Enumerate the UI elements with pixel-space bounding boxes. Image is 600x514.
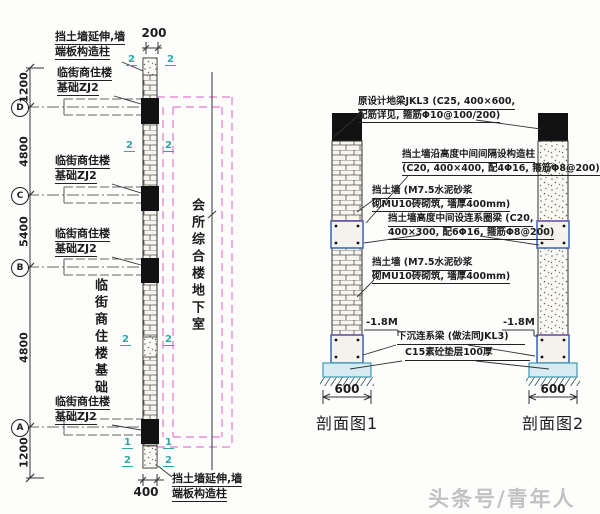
elevation-mark-1: -1.8M [366,317,398,328]
plan-column-D [141,98,159,124]
label-line: 挡土墙 (M7.5水泥砂浆 [372,257,473,271]
plan-column-C [141,186,159,211]
label-line: (C20, 400×400, 配4Φ16, 箍筋Φ8@200) [402,163,600,176]
grid-bubble-A: A [11,419,29,437]
section1-ring-beam-1 [330,220,364,249]
plan-footing-edges [63,98,143,436]
label-retaining-wall-lower: 挡土墙 (M7.5水泥砂浆 砌MU10砖砌筑, 墙厚400mm) [372,257,511,284]
section2-beam-cap [538,113,568,141]
dim-200: 200 [141,26,167,40]
dim-600-section2: 600 [540,382,566,396]
label-constructional-column: 挡土墙沿高度中间间隔设构造柱 (C20, 400×400, 配4Φ16, 箍筋Φ… [402,149,600,176]
vertical-text-clubhouse-basement: 会所综合楼地下室 [189,198,204,334]
watermark-text: 头条号/青年人网 [428,487,576,511]
label-line: 原设计地梁JKL3 (C25, 400×600, [358,96,516,110]
label-line: 临街商住楼 [55,395,110,410]
section1-wall-shaft [331,140,363,364]
basement-boundary-line [207,72,217,470]
label-line: 砌MU10砖砌筑, 墙厚400mm) [372,199,511,212]
section1-ring-beam-2 [330,334,364,364]
section-mark-2: 2 [163,140,174,152]
section1 [320,113,374,404]
section-mark-2: 2 [126,54,137,66]
section-mark-2: 2 [122,455,133,467]
dim-5400: 5400 [17,216,31,247]
label-line: 临街商住楼 [55,227,110,242]
section2-ground-hatch [526,377,580,386]
label-line: 挡土墙沿高度中间间隔设构造柱 [402,149,536,163]
label-foundation-A: 临街商住楼 基础ZJ2 [55,395,110,425]
label-line: 基础ZJ2 [55,242,97,257]
section-mark-1: 1 [163,437,174,449]
plan-dimension-axis [25,63,44,483]
label-line: 挡土墙延伸,墙 [172,472,243,487]
label-sunken-tie-beam: 下沉连系梁 (做法同JKL3) [397,331,525,345]
label-line: 临街商住楼 [55,154,110,169]
basement-outline [157,96,233,448]
dim-1200-top: 1200 [17,72,31,103]
section-mark-2: 2 [163,334,174,346]
caption-section2: 剖面图2 [522,414,585,433]
label-line: 端板构造柱 [55,45,110,60]
plan-leaders [111,61,173,478]
label-foundation-B: 临街商住楼 基础ZJ2 [55,227,110,257]
dim-1200-bottom: 1200 [17,437,31,468]
section-leaders [333,111,555,370]
section2-footing [528,362,578,378]
plan-column-B [141,258,159,283]
label-line: 基础ZJ2 [55,410,97,425]
elevation-mark-2: -1.8M [503,317,535,328]
label-foundation-D: 临街商住楼 基础ZJ2 [57,66,112,96]
grid-bubble-C: C [11,187,29,205]
label-line: 端板构造柱 [172,487,227,502]
label-line: 挡土墙 (M7.5水泥砂浆 [372,185,473,199]
label-retaining-wall-upper: 挡土墙 (M7.5水泥砂浆 砌MU10砖砌筑, 墙厚400mm) [372,185,511,212]
grid-bubble-D: D [11,99,29,117]
section-mark-2: 2 [165,54,176,66]
dim-600-section1: 600 [334,382,360,396]
section-mark-2: 2 [124,140,135,152]
section-mark-1: 1 [122,437,133,449]
label-line: 400×300, 配6Φ16, 箍筋Φ8@200) [388,227,555,240]
label-foundation-C: 临街商住楼 基础ZJ2 [55,154,110,184]
section1-ground-hatch [320,377,374,386]
section2 [526,113,580,404]
label-line: 临街商住楼 [57,66,112,81]
section2-ring-beam-1 [536,220,570,249]
vertical-text-street-foundation: 临街商住楼基础 [92,278,107,397]
label-concrete-cushion: C15素砼垫层100厚 [405,347,530,361]
label-line: 挡土墙高度中间设连系圈梁 (C20, [388,213,534,227]
plan-wall [141,57,159,469]
section1-dim600 [322,390,372,404]
dim-4800-upper: 4800 [17,136,31,167]
label-line: 下沉连系梁 (做法同JKL3) [397,331,525,345]
dim-4800-lower: 4800 [17,332,31,363]
section2-ring-beam-2 [536,334,570,364]
grid-bubble-B: B [11,259,29,277]
label-ring-beam: 挡土墙高度中间设连系圈梁 (C20, 400×300, 配6Φ16, 箍筋Φ8@… [388,213,555,240]
section1-beam-cap [332,113,362,141]
section-mark-2: 2 [163,455,174,467]
label-line: 基础ZJ2 [57,81,99,96]
label-line: 配筋详见, 箍筋Φ10@100/200) [358,110,501,123]
section2-dim600 [528,390,578,404]
caption-section1: 剖面图1 [316,414,379,433]
label-line: C15素砼垫层100厚 [405,347,530,361]
elevation-mark-lines [364,329,538,337]
label-wall-extension-bottom: 挡土墙延伸,墙 端板构造柱 [172,472,243,502]
label-original-beam: 原设计地梁JKL3 (C25, 400×600, 配筋详见, 箍筋Φ10@100… [358,96,516,123]
plan-column-A [141,419,159,444]
section-mark-2: 2 [120,334,131,346]
plan-dim-ticks [138,42,164,486]
label-line: 挡土墙延伸,墙 [55,30,126,45]
section1-footing [322,362,372,378]
label-line: 基础ZJ2 [55,169,97,184]
label-line: 砌MU10砖砌筑, 墙厚400mm) [372,271,511,284]
label-wall-extension-top: 挡土墙延伸,墙 端板构造柱 [55,30,126,60]
dim-400: 400 [133,485,159,499]
